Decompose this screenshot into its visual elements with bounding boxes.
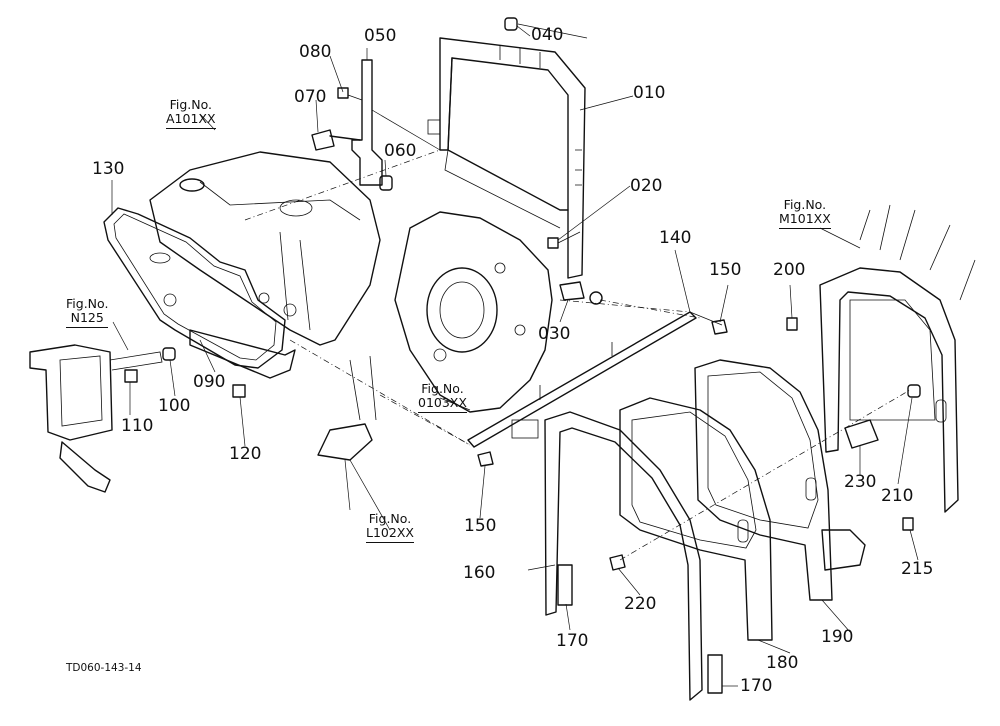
- part-label-070: 070: [294, 87, 327, 107]
- part-label-215: 215: [901, 559, 934, 579]
- panel-part-190: [694, 359, 866, 601]
- part-label-190: 190: [821, 627, 854, 647]
- side-frame-m101: [819, 204, 976, 513]
- figure-ref-a101-caption: Fig.No.: [169, 97, 212, 112]
- support-bar-part-140: [467, 311, 723, 448]
- part-label-060: 060: [384, 141, 417, 161]
- figure-ref-o103-number: 0103XX: [418, 396, 467, 413]
- part-label-010: 010: [633, 83, 666, 103]
- part-label-080: 080: [299, 42, 332, 62]
- figure-ref-l102: Fig.No. L102XX: [366, 511, 414, 543]
- figure-ref-m101: Fig.No. M101XX: [779, 197, 831, 229]
- tank-cover-part-130: [103, 207, 286, 369]
- part-label-170-right: 170: [740, 676, 773, 696]
- figure-ref-o103: Fig.No. 0103XX: [418, 381, 467, 413]
- alignment-lines: [244, 149, 911, 561]
- figure-ref-m101-number: M101XX: [779, 212, 831, 229]
- bolts-part-100-110-120: [124, 347, 246, 398]
- figure-ref-n125-caption: Fig.No.: [66, 296, 109, 311]
- part-label-020: 020: [630, 176, 663, 196]
- part-label-210: 210: [881, 486, 914, 506]
- leader-lines: [111, 23, 919, 687]
- part-label-050: 050: [364, 26, 397, 46]
- figure-ref-l102-caption: Fig.No.: [368, 511, 412, 526]
- cap-part-040: [504, 17, 531, 37]
- small-parts-200-230: [609, 317, 921, 571]
- figure-ref-a101-number: A101XX: [166, 112, 216, 129]
- part-label-090: 090: [193, 372, 226, 392]
- bracket-part-030: [559, 281, 603, 305]
- front-frame-part-010: [427, 37, 586, 279]
- part-label-110: 110: [121, 416, 154, 436]
- part-label-230: 230: [844, 472, 877, 492]
- bracket-assembly-n125: [29, 344, 163, 493]
- part-label-040: 040: [531, 25, 564, 45]
- figure-ref-n125-number: N125: [66, 311, 109, 328]
- part-label-130: 130: [92, 159, 125, 179]
- figure-ref-l102-number: L102XX: [366, 526, 414, 543]
- document-code: TD060-143-14: [66, 662, 142, 674]
- part-label-100: 100: [158, 396, 191, 416]
- part-label-160: 160: [463, 563, 496, 583]
- bracket-part-050: [351, 59, 441, 186]
- fuel-tank-outline: [149, 151, 381, 346]
- part-label-150-lower: 150: [464, 516, 497, 536]
- pads-part-170: [707, 654, 723, 694]
- figure-ref-a101: Fig.No. A101XX: [166, 97, 216, 129]
- part-label-120: 120: [229, 444, 262, 464]
- part-label-030: 030: [538, 324, 571, 344]
- part-label-140: 140: [659, 228, 692, 248]
- part-label-200: 200: [773, 260, 806, 280]
- figure-ref-n125: Fig.No. N125: [66, 296, 109, 328]
- part-label-170-left: 170: [556, 631, 589, 651]
- frame-part-160: [544, 411, 703, 701]
- bolt-part-020: [547, 231, 581, 249]
- plate-part-090: [189, 329, 296, 379]
- figure-ref-m101-caption: Fig.No.: [783, 197, 827, 212]
- part-label-220: 220: [624, 594, 657, 614]
- part-label-150-upper: 150: [709, 260, 742, 280]
- linkage-l102: [317, 355, 377, 511]
- bolts-part-070-080: [311, 87, 363, 151]
- figure-ref-o103-caption: Fig.No.: [421, 381, 464, 396]
- part-label-180: 180: [766, 653, 799, 673]
- flywheel-housing-outline: [394, 211, 553, 413]
